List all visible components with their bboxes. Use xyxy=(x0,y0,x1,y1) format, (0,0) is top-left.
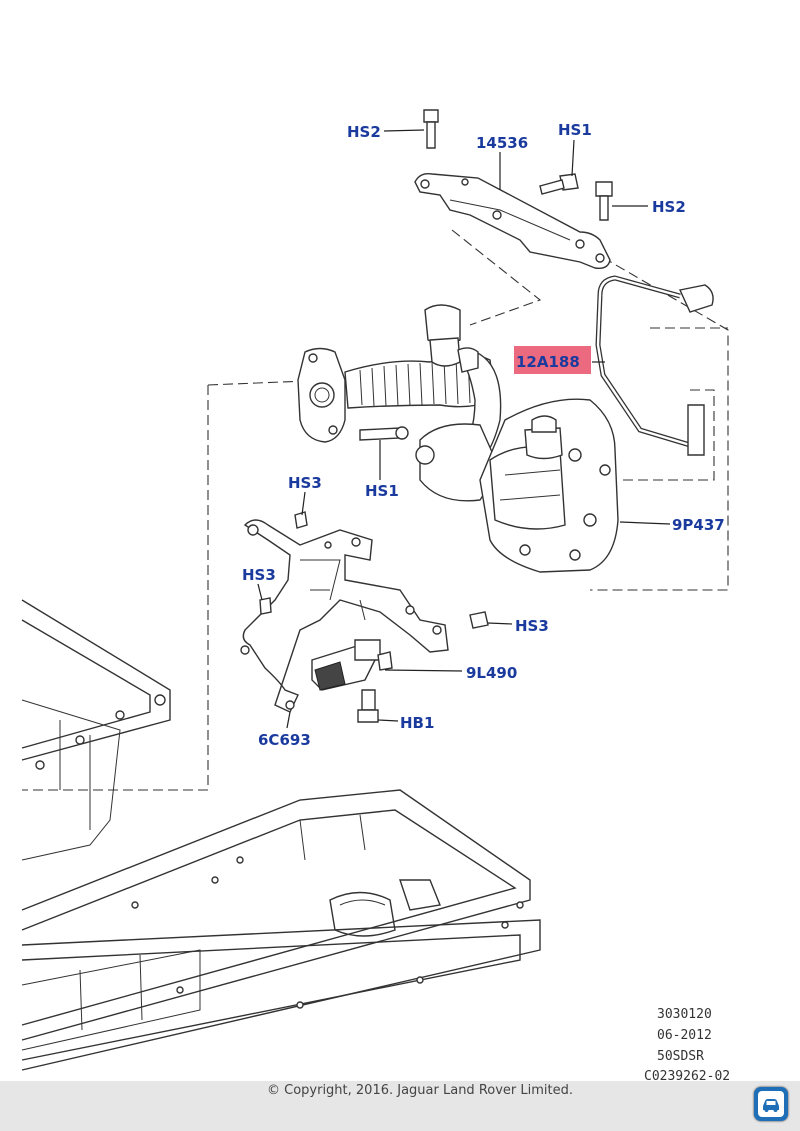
car-service-icon[interactable] xyxy=(754,1087,788,1121)
ref-illustration-id: C0239262-02 xyxy=(644,1069,730,1084)
callout-9p437[interactable]: 9P437 xyxy=(672,516,725,534)
callout-12a188[interactable]: 12A188 xyxy=(516,353,580,371)
selected-part-highlight xyxy=(514,346,591,374)
ref-number: 3030120 xyxy=(657,1007,712,1022)
bracket-6c693-illustration xyxy=(240,511,489,723)
callout-9l490[interactable]: 9L490 xyxy=(466,664,517,682)
ref-date: 06-2012 xyxy=(657,1028,712,1043)
bracket-14536-illustration xyxy=(414,109,613,270)
ref-model-code: 50SDSR xyxy=(657,1049,704,1064)
callout-hb1[interactable]: HB1 xyxy=(400,714,434,732)
callout-hs2-right[interactable]: HS2 xyxy=(652,198,686,216)
callout-hs1-mid[interactable]: HS1 xyxy=(365,482,399,500)
footer-bar xyxy=(0,1081,800,1131)
callout-hs3-c[interactable]: HS3 xyxy=(515,617,549,635)
transmission-pan-illustration xyxy=(21,599,541,1071)
pump-assembly-9p437-illustration xyxy=(297,304,619,573)
callout-hs3-a[interactable]: HS3 xyxy=(288,474,322,492)
callout-hs3-b[interactable]: HS3 xyxy=(242,566,276,584)
vent-tube-12a188-illustration xyxy=(595,275,714,456)
callout-hs2-top[interactable]: HS2 xyxy=(347,123,381,141)
callout-6c693[interactable]: 6C693 xyxy=(258,731,311,749)
callout-hs1-top[interactable]: HS1 xyxy=(558,121,592,139)
copyright-text: © Copyright, 2016. Jaguar Land Rover Lim… xyxy=(266,1083,573,1098)
callout-14536[interactable]: 14536 xyxy=(476,134,528,152)
leader-lines xyxy=(257,129,671,729)
